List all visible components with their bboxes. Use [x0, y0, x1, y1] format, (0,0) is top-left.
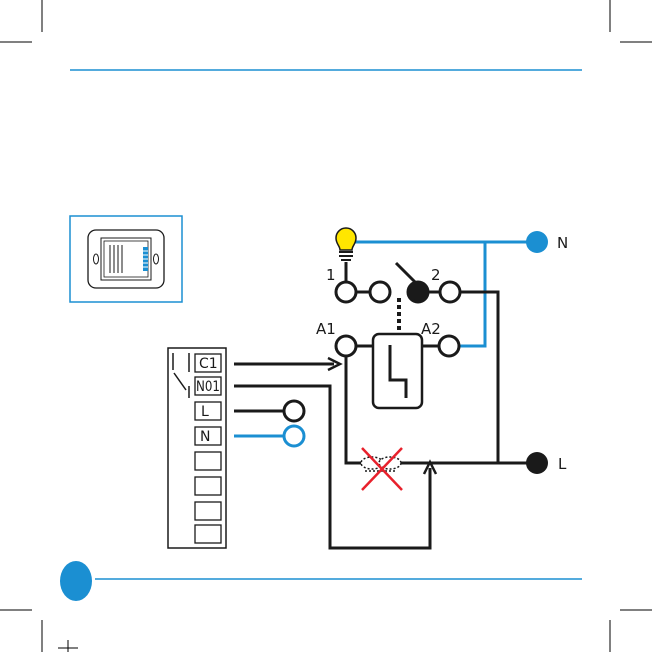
- supply-l-terminal: [526, 452, 548, 474]
- l-end-terminal: [284, 401, 304, 421]
- terminal-label-n01: N01: [196, 379, 220, 395]
- terminal-blank-1: [195, 452, 221, 470]
- contact-1b: [370, 282, 390, 302]
- crossed-out-lamp-icon: [361, 448, 402, 490]
- terminal-a2: [439, 336, 459, 356]
- impulse-relay-icon: [373, 334, 422, 408]
- contact-1: [336, 282, 356, 302]
- terminal-label-c1: C1: [199, 356, 218, 372]
- terminal-a1: [336, 336, 356, 356]
- terminal-label-n: N: [200, 429, 210, 445]
- n-end-terminal: [284, 426, 304, 446]
- label-n: N: [557, 234, 568, 252]
- label-contact-2: 2: [431, 266, 441, 284]
- terminal-blank-4: [195, 525, 221, 543]
- terminal-label-l: L: [201, 404, 209, 420]
- light-bulb-icon: [336, 228, 356, 260]
- label-a2: A2: [421, 320, 441, 338]
- terminal-blank-3: [195, 502, 221, 520]
- contact-2: [408, 282, 428, 302]
- contact-2b: [440, 282, 460, 302]
- device-thumbnail: [70, 216, 182, 302]
- label-contact-1: 1: [326, 266, 336, 284]
- terminal-blank-2: [195, 477, 221, 495]
- supply-n-terminal: [526, 231, 548, 253]
- terminal-block: C1 N01 L N: [168, 348, 226, 548]
- label-l: L: [558, 455, 567, 473]
- page-number-tab: [60, 561, 92, 601]
- wall-switch-module-icon: [88, 230, 164, 288]
- label-a1: A1: [316, 320, 336, 338]
